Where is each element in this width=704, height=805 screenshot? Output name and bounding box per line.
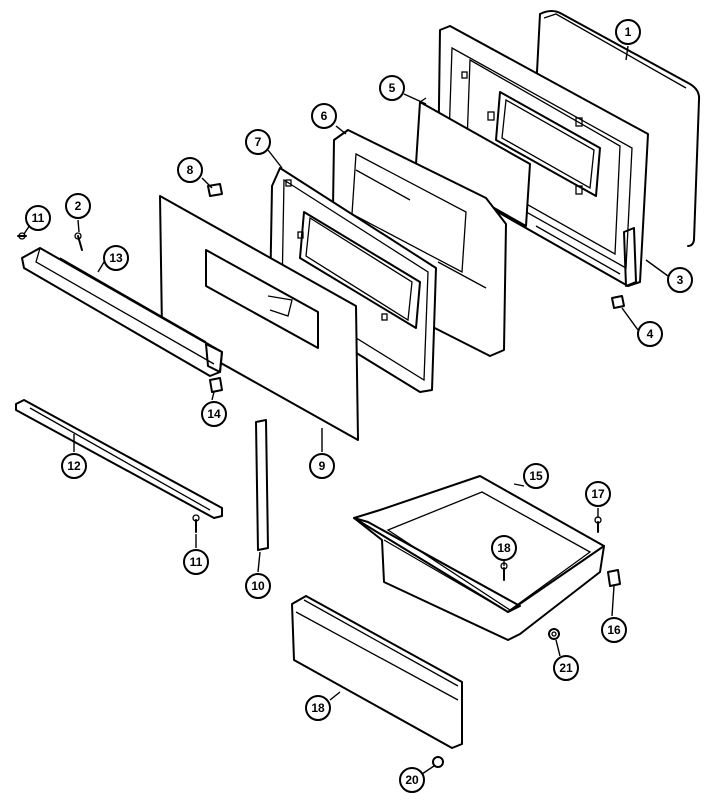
part-latch-clip [611, 295, 625, 309]
part-screw-upper [17, 232, 27, 240]
part-outer-glass-panel [159, 195, 359, 441]
svg-text:17: 17 [591, 487, 605, 501]
callout-3: 3 [667, 267, 693, 293]
callout-12: 12 [61, 453, 87, 479]
part-drawer-screw-right [594, 516, 602, 533]
svg-text:14: 14 [207, 407, 221, 421]
callout-2: 2 [65, 193, 91, 219]
callout-15: 15 [523, 463, 549, 489]
part-screw-small [74, 232, 83, 251]
part-drawer-body [353, 475, 605, 641]
svg-text:20: 20 [405, 773, 419, 787]
svg-text:9: 9 [319, 459, 326, 473]
callout-11-upper: 11 [25, 205, 51, 231]
callout-4: 4 [637, 321, 663, 347]
callout-10: 10 [245, 573, 271, 599]
part-side-trim [255, 419, 269, 551]
callout-16: 16 [601, 617, 627, 643]
part-drawer-glide-bracket [607, 569, 621, 587]
callout-17: 17 [585, 481, 611, 507]
callout-14: 14 [201, 401, 227, 427]
part-trim-end-cap [209, 377, 223, 393]
part-drawer-front-screw [432, 756, 444, 768]
svg-text:18: 18 [497, 541, 511, 555]
callout-1: 1 [615, 19, 641, 45]
svg-text:6: 6 [321, 109, 328, 123]
callout-11-lower: 11 [183, 549, 209, 575]
svg-text:3: 3 [677, 273, 684, 287]
svg-text:1: 1 [625, 25, 632, 39]
callout-9: 9 [309, 453, 335, 479]
svg-text:4: 4 [647, 327, 654, 341]
callout-18: 18 [305, 695, 331, 721]
callout-13: 13 [103, 245, 129, 271]
svg-text:5: 5 [389, 81, 396, 95]
part-screw-lower [192, 514, 200, 533]
svg-text:2: 2 [75, 199, 82, 213]
part-drawer-front-panel [291, 595, 463, 749]
part-outer-door-panel [437, 25, 649, 287]
callout-19: 18 [491, 535, 517, 561]
part-door-bottom-trim [15, 399, 223, 519]
svg-text:11: 11 [32, 211, 45, 225]
svg-text:12: 12 [67, 459, 81, 473]
svg-text:7: 7 [255, 135, 262, 149]
callout-8: 8 [177, 157, 203, 183]
callout-21: 21 [553, 655, 579, 681]
svg-text:8: 8 [187, 163, 194, 177]
svg-text:10: 10 [251, 579, 265, 593]
callout-7: 7 [245, 129, 271, 155]
callout-5: 5 [379, 75, 405, 101]
callout-6: 6 [311, 103, 337, 129]
leader-lines [23, 45, 669, 775]
part-door-top-trim [21, 247, 223, 377]
svg-text:13: 13 [109, 251, 123, 265]
svg-text:16: 16 [607, 623, 621, 637]
svg-text:21: 21 [559, 661, 573, 675]
svg-text:18: 18 [311, 701, 325, 715]
part-drawer-bumper [548, 628, 560, 640]
callout-20: 20 [399, 767, 425, 793]
svg-text:15: 15 [529, 469, 543, 483]
svg-text:11: 11 [190, 555, 203, 569]
